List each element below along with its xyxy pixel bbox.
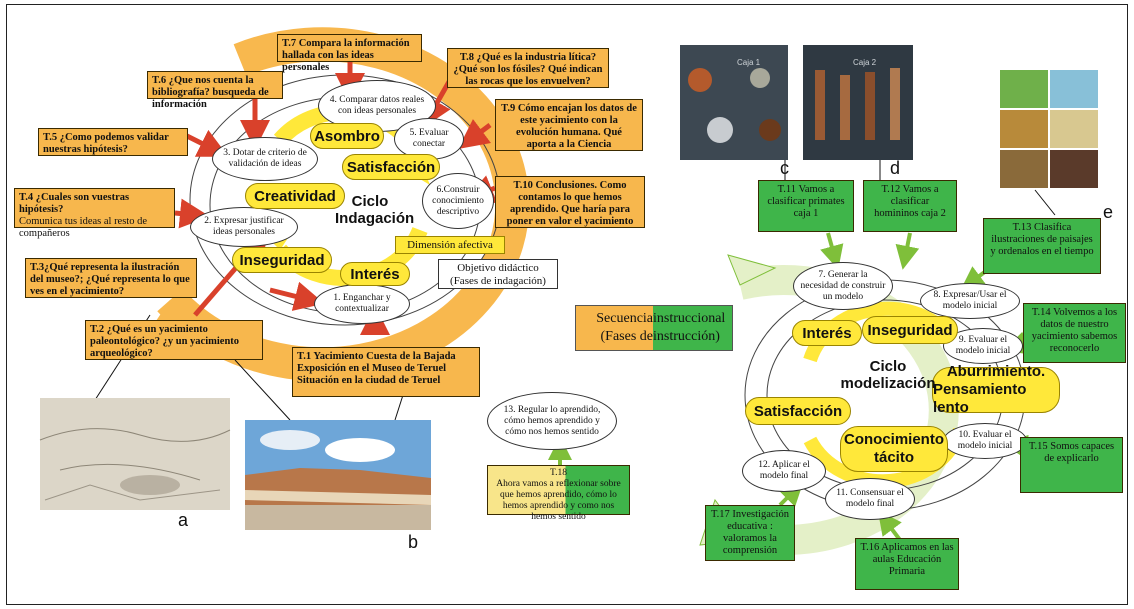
conocimiento-line-2: tácito: [873, 449, 914, 466]
task-t2: T.2 ¿Qué es un yacimiento paleontológico…: [85, 320, 263, 360]
caja2-label: Caja 2: [853, 58, 877, 67]
task-t12: T.12 Vamos a clasificar homininos caja 2: [863, 180, 957, 232]
secuencia-left: Secuencia (Fases de: [576, 306, 654, 350]
secuencia-right: instruccional instrucción): [653, 306, 732, 350]
phase-10: 10. Evaluar el modelo inicial: [943, 423, 1027, 459]
emotion-satisfaccion-right: Satisfacción: [745, 397, 851, 425]
task-t6: T.6 ¿Que nos cuenta la bibliografía? bus…: [147, 71, 283, 110]
task-t16: T.16 Aplicamos en las aulas Educación Pr…: [855, 538, 959, 590]
phase-8: 8. Expresar/Usar el modelo inicial: [920, 283, 1020, 319]
caja1-label: Caja 1: [737, 58, 761, 67]
emotion-asombro: Asombro: [310, 123, 384, 149]
label-d: d: [890, 158, 901, 178]
objetivo-line-1: Objetivo didáctico: [457, 262, 539, 274]
task-t14: T.14 Volvemos a los datos de nuestro yac…: [1023, 303, 1126, 363]
label-c: c: [780, 158, 789, 178]
emotion-interes-left: Interés: [340, 262, 410, 286]
emotion-interes-right: Interés: [792, 320, 862, 346]
task-t18-body: Ahora vamos a reflexionar sobre que hemo…: [496, 479, 621, 522]
task-t10: T.10 Conclusiones. Como contamos lo que …: [495, 176, 645, 228]
label-b: b: [408, 532, 419, 552]
phase-11: 11. Consensuar el modelo final: [825, 478, 915, 520]
figure-frame: [6, 4, 1128, 605]
emotion-inseguridad-right: Inseguridad: [862, 316, 958, 344]
dimension-afectiva: Dimensión afectiva: [395, 236, 505, 254]
task-t4: T.4 ¿Cuales son vuestras hipótesis? Comu…: [14, 188, 175, 239]
photo-c-primates: [680, 45, 788, 160]
task-t4-body: Comunica tus ideas al resto de compañero…: [19, 216, 148, 239]
photo-d-hominins: [803, 45, 913, 160]
right-cycle-title-2: modelización: [840, 375, 936, 392]
label-e: e: [1103, 202, 1114, 222]
task-t18-title: T.18: [550, 468, 567, 478]
left-cycle-title: Ciclo Indagación: [335, 193, 415, 227]
emotion-inseguridad-left: Inseguridad: [232, 247, 332, 273]
task-t9: T.9 Cómo encajan los datos de este yacim…: [495, 99, 643, 151]
task-t7: T.7 Compara la información hallada con l…: [277, 34, 422, 73]
task-t17: T.17 Investigación educativa : valoramos…: [705, 505, 795, 561]
objetivo-line-2: (Fases de indagación): [450, 275, 546, 287]
task-t1: T.1 Yacimiento Cuesta de la Bajada Expos…: [292, 347, 480, 397]
photo-b-landscape: [245, 420, 431, 530]
secuencia-instruccional: Secuencia (Fases de instruccional instru…: [575, 305, 733, 351]
task-t8: T.8 ¿Qué es la industria lítica? ¿Qué so…: [447, 48, 609, 88]
emotion-aburrimiento: Aburrimiento. Pensamiento lento: [932, 363, 1060, 416]
task-t18: T.18 Ahora vamos a reflexionar sobre que…: [487, 465, 630, 522]
secuencia-b: instruccional: [653, 311, 726, 326]
task-t3: T.3¿Qué representa la ilustración del mu…: [25, 258, 197, 298]
phase-1: 1. Enganchar y contextualizar: [314, 284, 410, 324]
left-cycle-title-2: Indagación: [335, 210, 415, 227]
task-t5: T.5 ¿Como podemos validar nuestras hipót…: [38, 128, 188, 156]
task-t11: T.11 Vamos a clasificar primates caja 1: [758, 180, 854, 232]
aburrimiento-line-1: Aburrimiento.: [946, 363, 1046, 380]
emotion-creatividad: Creatividad: [245, 183, 345, 209]
aburrimiento-line-2: Pensamiento lento: [933, 381, 1027, 416]
task-t15: T.15 Somos capaces de explicarlo: [1020, 437, 1123, 493]
photo-e-illustrations: [1000, 70, 1098, 188]
phase-12: 12. Aplicar el modelo final: [742, 450, 826, 492]
secuencia-d: instrucción): [653, 329, 720, 344]
phase-7: 7. Generar la necesidad de construir un …: [793, 262, 893, 310]
phase-6: 6.Construir conocimiento descriptivo: [422, 173, 494, 229]
phase-5: 5. Evaluar conectar: [394, 118, 464, 160]
right-cycle-title: Ciclo modelización: [838, 358, 938, 392]
task-t13: T.13 Clasifica ilustraciones de paisajes…: [983, 218, 1101, 274]
emotion-conocimiento: Conocimiento tácito: [840, 426, 948, 472]
right-cycle-title-1: Ciclo: [869, 358, 907, 375]
secuencia-a: Secuencia: [596, 311, 654, 326]
conocimiento-line-1: Conocimiento: [844, 431, 944, 448]
objetivo-didactico: Objetivo didáctico (Fases de indagación): [438, 259, 558, 289]
emotion-satisfaccion-left: Satisfacción: [342, 154, 440, 180]
left-cycle-title-1: Ciclo: [351, 193, 389, 210]
task-t4-title: T.4 ¿Cuales son vuestras hipótesis?: [19, 192, 130, 215]
label-a: a: [178, 510, 189, 530]
secuencia-c: (Fases de: [600, 329, 654, 344]
phase-2: 2. Expresar justificar ideas personales: [190, 207, 298, 247]
phase-3: 3. Dotar de criterio de validación de id…: [212, 137, 318, 181]
photo-a-illustration: [39, 398, 231, 510]
phase-13: 13. Regular lo aprendido, cómo hemos apr…: [487, 392, 617, 450]
